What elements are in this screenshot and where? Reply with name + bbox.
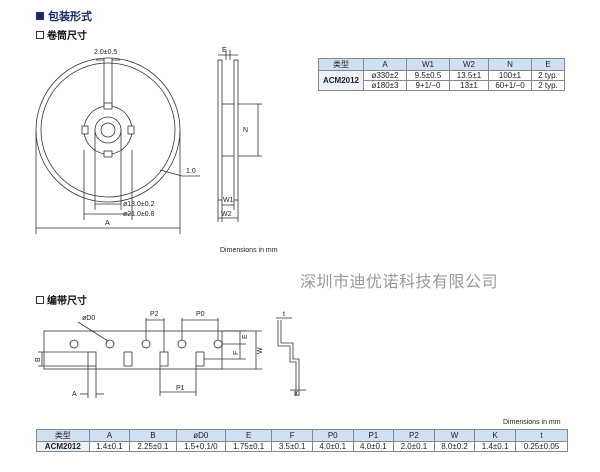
table-cell: 4.0±0.1 — [352, 441, 395, 452]
watermark-text: 深圳市迪优诺科技有限公司 — [300, 272, 499, 291]
tape-subtitle: 编带尺寸 — [36, 292, 87, 307]
reel-subtitle-text: 卷筒尺寸 — [47, 31, 87, 42]
table-header-cell: K — [474, 429, 516, 442]
sprocket-hole — [105, 339, 115, 349]
dim-n-label: N — [243, 127, 248, 134]
table-row: ACM2012 1.4±0.1 2.25±0.1 1.5+0.1/0 1.75±… — [36, 441, 569, 452]
reel-side-flange-left — [217, 59, 223, 201]
tape-d0-label: øD0 — [82, 315, 95, 322]
dim-hub-small: ø13.0±0.2 — [123, 201, 155, 208]
tape-w-label: W — [257, 347, 264, 354]
model-cell: ACM2012 — [36, 441, 90, 452]
tape-subtitle-text: 编带尺寸 — [47, 296, 87, 307]
dim-e-label: E — [222, 47, 227, 54]
table-header-cell: A — [88, 429, 131, 442]
table-header-cell: W2 — [449, 58, 489, 71]
table-header-cell: t — [514, 429, 569, 442]
table-cell: 2.25±0.1 — [129, 441, 177, 452]
table-header-cell: W — [433, 429, 476, 442]
reel-spindle-hole — [100, 122, 116, 138]
reel-spec-table: 类型 A W1 W2 N E ACM2012 ø330±2 9.5±0.5 13… — [318, 58, 565, 91]
tape-spec-table: 类型 A B øD0 E F P0 P1 P2 W K t ACM2012 1.… — [36, 429, 569, 452]
table-header-cell: E — [531, 58, 565, 71]
table-cell: 8.0±0.2 — [433, 441, 476, 452]
dim-hub-large: ø21.0±0.8 — [123, 211, 155, 218]
table-header-cell: øD0 — [175, 429, 227, 442]
dim-a-label: A — [105, 220, 110, 227]
table-cell: 1.4±0.1 — [88, 441, 131, 452]
tape-a-label: A — [72, 391, 77, 398]
table-cell: 4.0±0.1 — [311, 441, 354, 452]
component-pocket — [87, 351, 97, 367]
tape-f-label: F — [233, 351, 240, 355]
component-pocket — [123, 351, 133, 367]
reel-unit-note: Dimensions in mm — [220, 247, 278, 254]
table-cell: 2 typ. — [531, 80, 565, 91]
dim-top-width: 2.0±0.5 — [94, 49, 117, 56]
tape-p1-label: P1 — [176, 385, 185, 392]
table-header-cell: P1 — [352, 429, 395, 442]
table-header-cell: B — [129, 429, 177, 442]
subtitle-square-icon — [36, 30, 44, 39]
table-cell: 1.75±0.1 — [225, 441, 273, 452]
table-header-cell: P0 — [311, 429, 354, 442]
reel-side-flange-right — [233, 59, 239, 201]
table-header-cell: P2 — [393, 429, 435, 442]
section-title-text: 包装形式 — [48, 11, 92, 23]
tape-e-label: E — [242, 334, 249, 339]
tape-t-label: t — [283, 311, 285, 318]
reel-inner-rim — [40, 62, 176, 198]
table-cell: 1.5+0.1/0 — [175, 441, 227, 452]
table-row: ø180±3 9+1/−0 13±1 60+1/−0 2 typ. — [319, 80, 565, 91]
table-cell: 2.0±0.1 — [393, 441, 435, 452]
table-header-row: 类型 A B øD0 E F P0 P1 P2 W K t — [36, 429, 569, 442]
dim-w2-label: W2 — [221, 211, 232, 218]
tape-p0-label: P0 — [196, 311, 205, 318]
dim-flange-thickness: 1.0 — [186, 168, 196, 175]
section-title: 包装形式 — [36, 8, 92, 24]
table-header-cell: 类型 — [36, 429, 90, 442]
tape-unit-note: Dimensions in mm — [503, 419, 561, 426]
subtitle-square-icon — [36, 295, 44, 304]
table-cell: 1.4±0.1 — [474, 441, 516, 452]
dim-w1-label: W1 — [223, 197, 234, 204]
tape-body — [43, 330, 223, 370]
reel-subtitle: 卷筒尺寸 — [36, 27, 87, 42]
tape-b-label: B — [35, 357, 42, 362]
table-cell: 3.5±0.1 — [271, 441, 313, 452]
table-row: ACM2012 ø330±2 9.5±0.5 13.5±1 100±1 2 ty… — [318, 70, 565, 91]
sprocket-hole — [69, 339, 79, 349]
tape-profile — [277, 320, 297, 396]
tape-p2-label: P2 — [150, 311, 159, 318]
table-header-cell: F — [271, 429, 313, 442]
table-header-cell: 类型 — [318, 58, 364, 71]
title-square-icon — [36, 12, 44, 20]
table-header-cell: E — [225, 429, 273, 442]
tape-k-label: K — [294, 391, 299, 398]
table-cell: 0.25±0.05 — [514, 441, 569, 452]
